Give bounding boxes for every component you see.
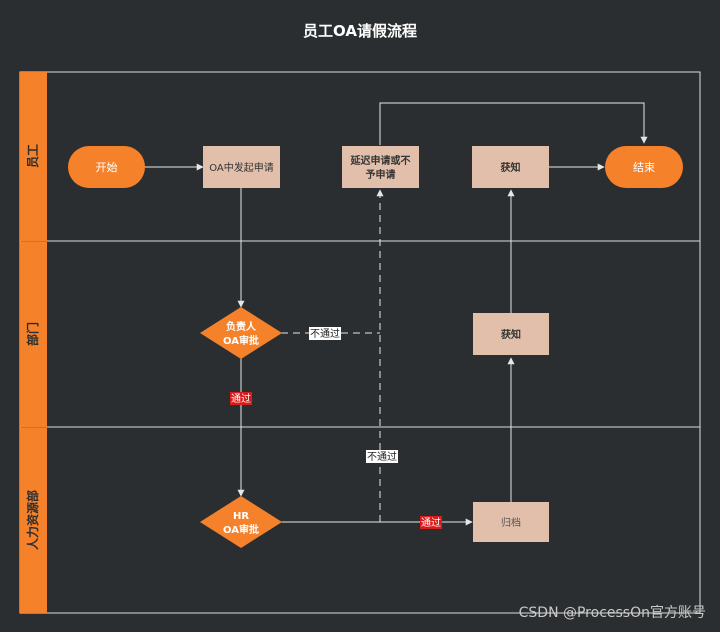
notify-dept-process-shape (473, 313, 549, 355)
delay-label-line2: 予申请 (366, 168, 396, 181)
delay-process-shape (342, 146, 419, 188)
edge-label-dept-reject: 不通过 (310, 327, 340, 340)
watermark: CSDN @ProcessOn官方账号 (518, 605, 706, 621)
node-notify-dept[interactable]: 获知 (473, 313, 549, 355)
hr-approval-label-line1: HR (233, 511, 249, 522)
dept-approval-label-line2: OA审批 (223, 334, 259, 347)
start-terminal-shape (68, 146, 145, 188)
lane-label-department: 部门 (25, 322, 40, 346)
dept-approval-decision-shape (200, 307, 282, 359)
node-notify-employee[interactable]: 获知 (472, 146, 549, 188)
edge-label-bg (420, 516, 442, 529)
node-archive[interactable]: 归档 (473, 502, 549, 542)
hr-approval-decision-shape (200, 496, 282, 548)
dept-approval-label-line1: 负责人 (226, 320, 257, 333)
notify-employee-process-shape (472, 146, 549, 188)
notify-employee-label: 获知 (500, 161, 521, 174)
delay-label-line1: 延迟申请或不 (350, 154, 411, 167)
edge-label-hr-approve: 通过 (421, 516, 441, 529)
connectors (145, 102, 648, 526)
lane-label-hr: 人力资源部 (25, 490, 40, 550)
start-label: 开始 (96, 160, 118, 174)
initiate-label: OA中发起申请 (209, 161, 274, 174)
notify-dept-label: 获知 (500, 328, 521, 341)
archive-process-shape (473, 502, 549, 542)
node-end[interactable]: 结束 (605, 146, 683, 188)
edge-label-hr-reject: 不通过 (367, 450, 397, 463)
edge-label-bg (230, 392, 252, 405)
initiate-process-shape (203, 146, 280, 188)
node-initiate[interactable]: OA中发起申请 (203, 146, 280, 188)
lane-header-department (20, 242, 47, 427)
end-label: 结束 (633, 161, 655, 174)
lane-header-hr (20, 428, 47, 613)
end-terminal-shape (605, 146, 683, 188)
edge-label-bg (366, 450, 398, 463)
hr-approval-label-line2: OA审批 (223, 523, 259, 536)
edge-labels: 不通过 不通过 通过 通过 (230, 327, 442, 529)
diagram-title: 员工OA请假流程 (303, 22, 417, 40)
edge-delay-to-end (379, 102, 648, 145)
node-start[interactable]: 开始 (68, 146, 145, 188)
node-delay[interactable]: 延迟申请或不 予申请 (342, 146, 419, 188)
node-hr-approval[interactable]: HR OA审批 (200, 496, 282, 548)
edge-label-dept-approve: 通过 (231, 392, 251, 405)
edge-label-bg (309, 327, 341, 340)
swimlane-frame: 员工 部门 人力资源部 (19, 71, 701, 614)
lane-header-employee (20, 72, 47, 241)
lane-label-employee: 员工 (26, 144, 40, 168)
node-dept-approval[interactable]: 负责人 OA审批 (200, 307, 282, 359)
archive-label: 归档 (501, 516, 521, 529)
